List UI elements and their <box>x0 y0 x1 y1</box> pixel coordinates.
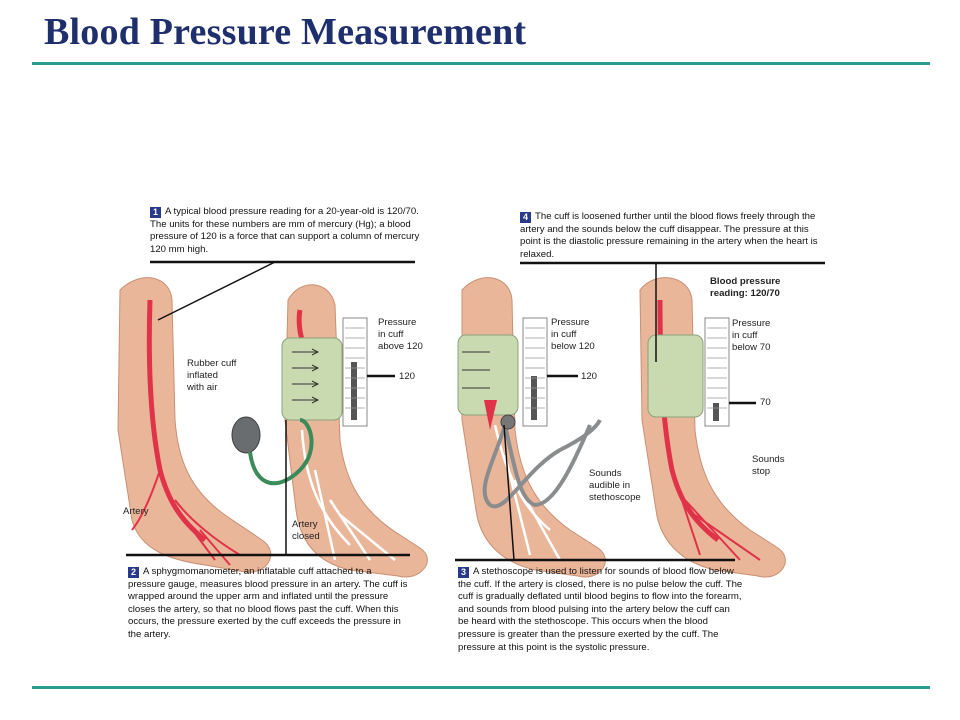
label-artery: Artery <box>123 506 149 517</box>
arm-cuff-loosened <box>639 277 786 578</box>
gauge-2-value: 120 <box>581 371 598 382</box>
arm-with-stethoscope <box>457 277 606 578</box>
page-title: Blood Pressure Measurement <box>44 11 527 53</box>
bottom-divider <box>32 686 930 689</box>
top-divider <box>32 62 930 65</box>
step-3-text: A stethoscope is used to listen for soun… <box>458 566 743 653</box>
label-bp-reading: Blood pressure reading: 120/70 <box>710 276 781 299</box>
label-sounds-stop: Sounds stop <box>752 454 785 477</box>
gauge-1-value: 120 <box>399 371 416 382</box>
cuff <box>281 337 343 421</box>
label-rubber-cuff: Rubber cuff inflated with air <box>187 358 237 393</box>
step-1-text: A typical blood pressure reading for a 2… <box>150 206 420 255</box>
step-4-text: The cuff is loosened further until the b… <box>520 211 818 260</box>
label-artery-closed: Artery closed <box>292 519 320 542</box>
inflation-bulb <box>231 416 261 454</box>
stethoscope-chest-piece <box>500 414 516 430</box>
arm-with-cuff <box>231 284 428 578</box>
step-2-text: A sphygmomanometer, an inflatable cuff a… <box>128 566 408 640</box>
gauge-3-value: 70 <box>760 397 771 408</box>
step-3-badge: 3 <box>458 567 469 578</box>
label-sounds-audible: Sounds audible in stethoscope <box>589 468 641 503</box>
label-pressure-above-120: Pressure in cuff above 120 <box>378 317 423 352</box>
label-pressure-below-120: Pressure in cuff below 120 <box>551 317 595 352</box>
step-1-badge: 1 <box>150 207 161 218</box>
artery-line <box>146 299 207 542</box>
step-4-badge: 4 <box>520 212 531 223</box>
label-pressure-below-70: Pressure in cuff below 70 <box>732 318 771 353</box>
step-2-badge: 2 <box>128 567 139 578</box>
